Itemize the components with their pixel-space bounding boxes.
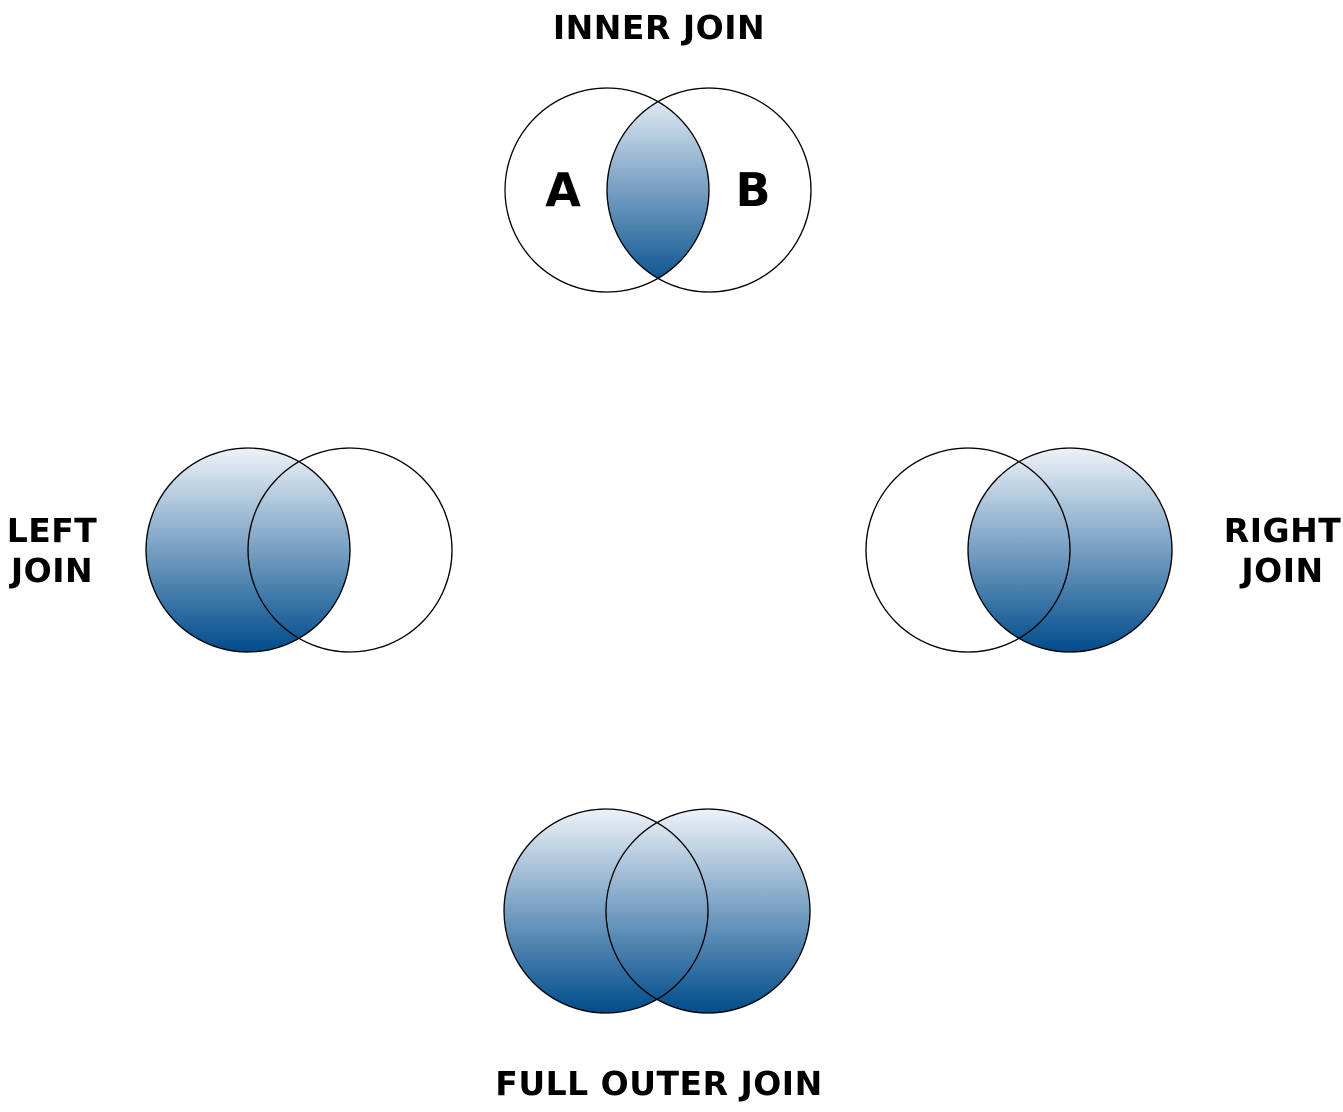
left-join-title: LEFT JOIN [0,511,104,590]
left-join-circle-b [247,447,453,653]
right-join-circle-b [967,447,1173,653]
full-outer-join-title: FULL OUTER JOIN [495,1064,823,1103]
right-join-title-line1: RIGHT [1223,511,1342,550]
inner-join-title: INNER JOIN [552,8,766,47]
left-join-diagram [145,447,453,653]
inner-join-circle-b [606,87,812,293]
right-join-circle-a [865,447,1071,653]
full-join-circle-a [503,808,709,1014]
right-join-title: RIGHT JOIN [1222,511,1343,590]
inner-join-circle-a [504,87,710,293]
set-a-label: A [545,163,581,217]
left-join-title-line2: JOIN [10,550,94,590]
right-join-diagram [865,447,1173,653]
set-b-label: B [735,163,771,217]
full-outer-join-diagram [503,808,811,1014]
right-join-title-line2: JOIN [1241,550,1324,590]
full-join-circle-b [605,808,811,1014]
inner-join-diagram [504,87,812,293]
left-join-circle-a [145,447,351,653]
inner-join-intersection [607,88,709,292]
left-join-title-line1: LEFT [6,511,98,550]
